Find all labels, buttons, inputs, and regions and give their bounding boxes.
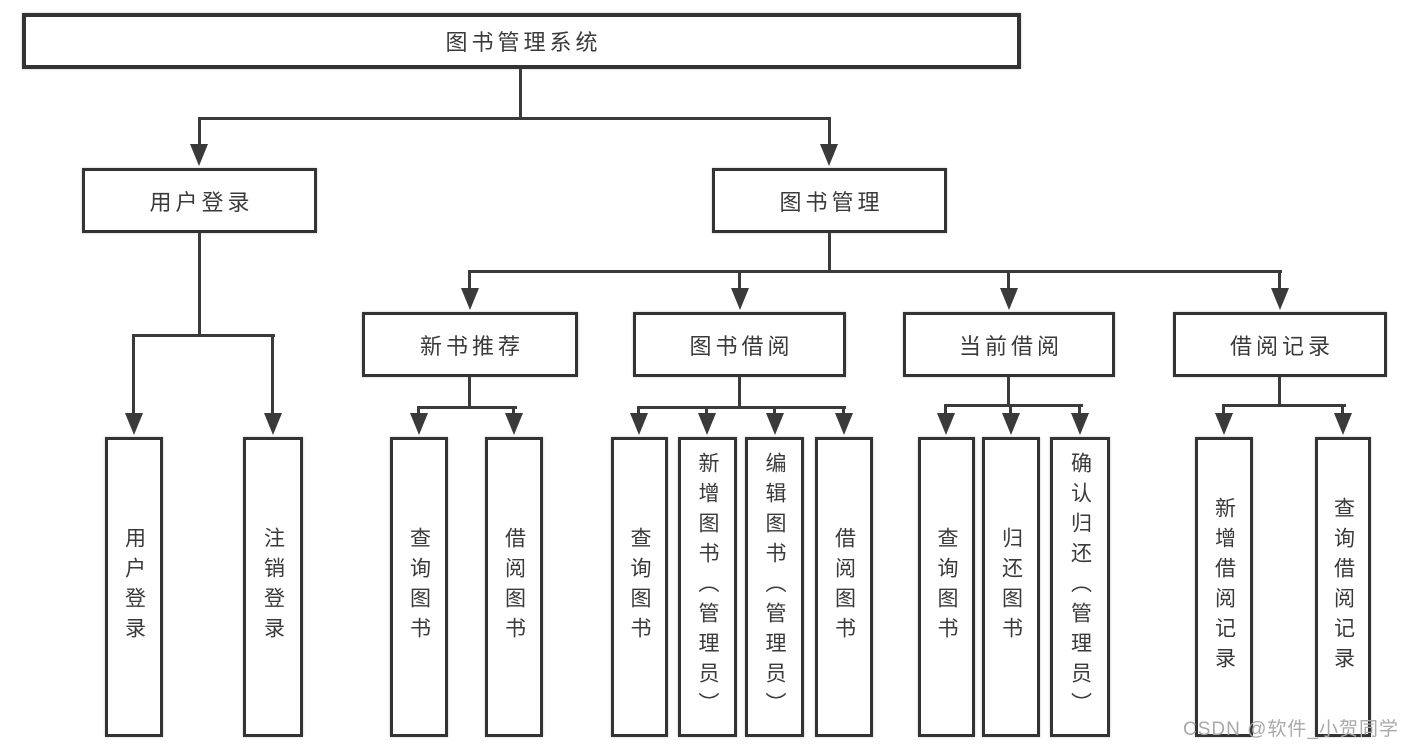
arrowhead-down-icon [1002, 413, 1020, 435]
connector-vline [1341, 404, 1344, 416]
arrowhead-down-icon [731, 288, 749, 310]
leaf-user-login: 用户登录 [105, 437, 163, 737]
arrowhead-down-icon [461, 288, 479, 310]
arrowhead-down-icon [1071, 413, 1089, 435]
arrowhead-down-icon [820, 144, 838, 166]
arrowhead-down-icon [125, 413, 143, 435]
connector-hline [944, 404, 1083, 407]
connector-vline [132, 334, 135, 415]
leaf-edit-book-admin: 编辑图书（管理员） [745, 437, 804, 737]
connector-vline [271, 334, 274, 415]
leaf-return-book: 归还图书 [982, 437, 1040, 737]
arrowhead-down-icon [505, 413, 523, 435]
leaf-query-books-current: 查询图书 [918, 437, 975, 737]
connector-hline [1222, 404, 1346, 407]
connector-hline [468, 270, 1282, 273]
node-library-system: 图书管理系统 [22, 13, 1021, 69]
connector-vline [417, 406, 420, 416]
leaf-query-books-borrow: 查询图书 [611, 437, 668, 737]
connector-vline [1007, 377, 1010, 407]
arrowhead-down-icon [937, 413, 955, 435]
connector-vline [1007, 270, 1010, 291]
leaf-logout: 注销登录 [243, 437, 303, 737]
connector-vline [519, 69, 522, 119]
leaf-borrow-books-recommend: 借阅图书 [485, 437, 543, 737]
connector-vline [1009, 404, 1012, 416]
connector-vline [705, 406, 708, 416]
connector-hline [417, 406, 517, 409]
leaf-add-borrow-record: 新增借阅记录 [1195, 437, 1253, 737]
connector-vline [738, 377, 741, 409]
node-borrow-records: 借阅记录 [1173, 312, 1387, 377]
arrowhead-down-icon [264, 413, 282, 435]
leaf-add-book-admin: 新增图书（管理员） [678, 437, 737, 737]
arrowhead-down-icon [766, 413, 784, 435]
connector-vline [468, 270, 471, 291]
connector-hline [198, 117, 831, 120]
connector-vline [773, 406, 776, 416]
connector-vline [842, 406, 845, 416]
arrowhead-down-icon [698, 413, 716, 435]
node-user-login: 用户登录 [82, 168, 317, 233]
connector-hline [637, 406, 846, 409]
connector-vline [944, 404, 947, 416]
node-new-book-recommend: 新书推荐 [362, 312, 578, 377]
arrowhead-down-icon [1215, 413, 1233, 435]
connector-vline [828, 117, 831, 147]
arrowhead-down-icon [1334, 413, 1352, 435]
connector-vline [637, 406, 640, 416]
node-current-borrow: 当前借阅 [903, 312, 1115, 377]
connector-vline [512, 406, 515, 416]
arrowhead-down-icon [630, 413, 648, 435]
connector-vline [1078, 404, 1081, 416]
csdn-watermark: CSDN @软件_小贺同学 [1183, 719, 1399, 740]
connector-vline [468, 377, 471, 409]
connector-vline [1278, 377, 1281, 407]
arrowhead-down-icon [410, 413, 428, 435]
node-book-management: 图书管理 [712, 168, 947, 233]
leaf-borrow-books: 借阅图书 [815, 437, 873, 737]
arrowhead-down-icon [190, 144, 208, 166]
connector-vline [198, 117, 201, 147]
arrowhead-down-icon [1000, 288, 1018, 310]
connector-vline [1278, 270, 1281, 291]
node-book-borrow: 图书借阅 [633, 312, 846, 377]
connector-vline [738, 270, 741, 291]
connector-vline [1222, 404, 1225, 416]
leaf-query-books-recommend: 查询图书 [390, 437, 448, 737]
leaf-query-borrow-record: 查询借阅记录 [1315, 437, 1371, 737]
arrowhead-down-icon [1271, 288, 1289, 310]
connector-hline [132, 334, 275, 337]
leaf-confirm-return-admin: 确认归还（管理员） [1050, 437, 1110, 737]
connector-vline [828, 233, 831, 273]
connector-vline [198, 233, 201, 337]
arrowhead-down-icon [835, 413, 853, 435]
